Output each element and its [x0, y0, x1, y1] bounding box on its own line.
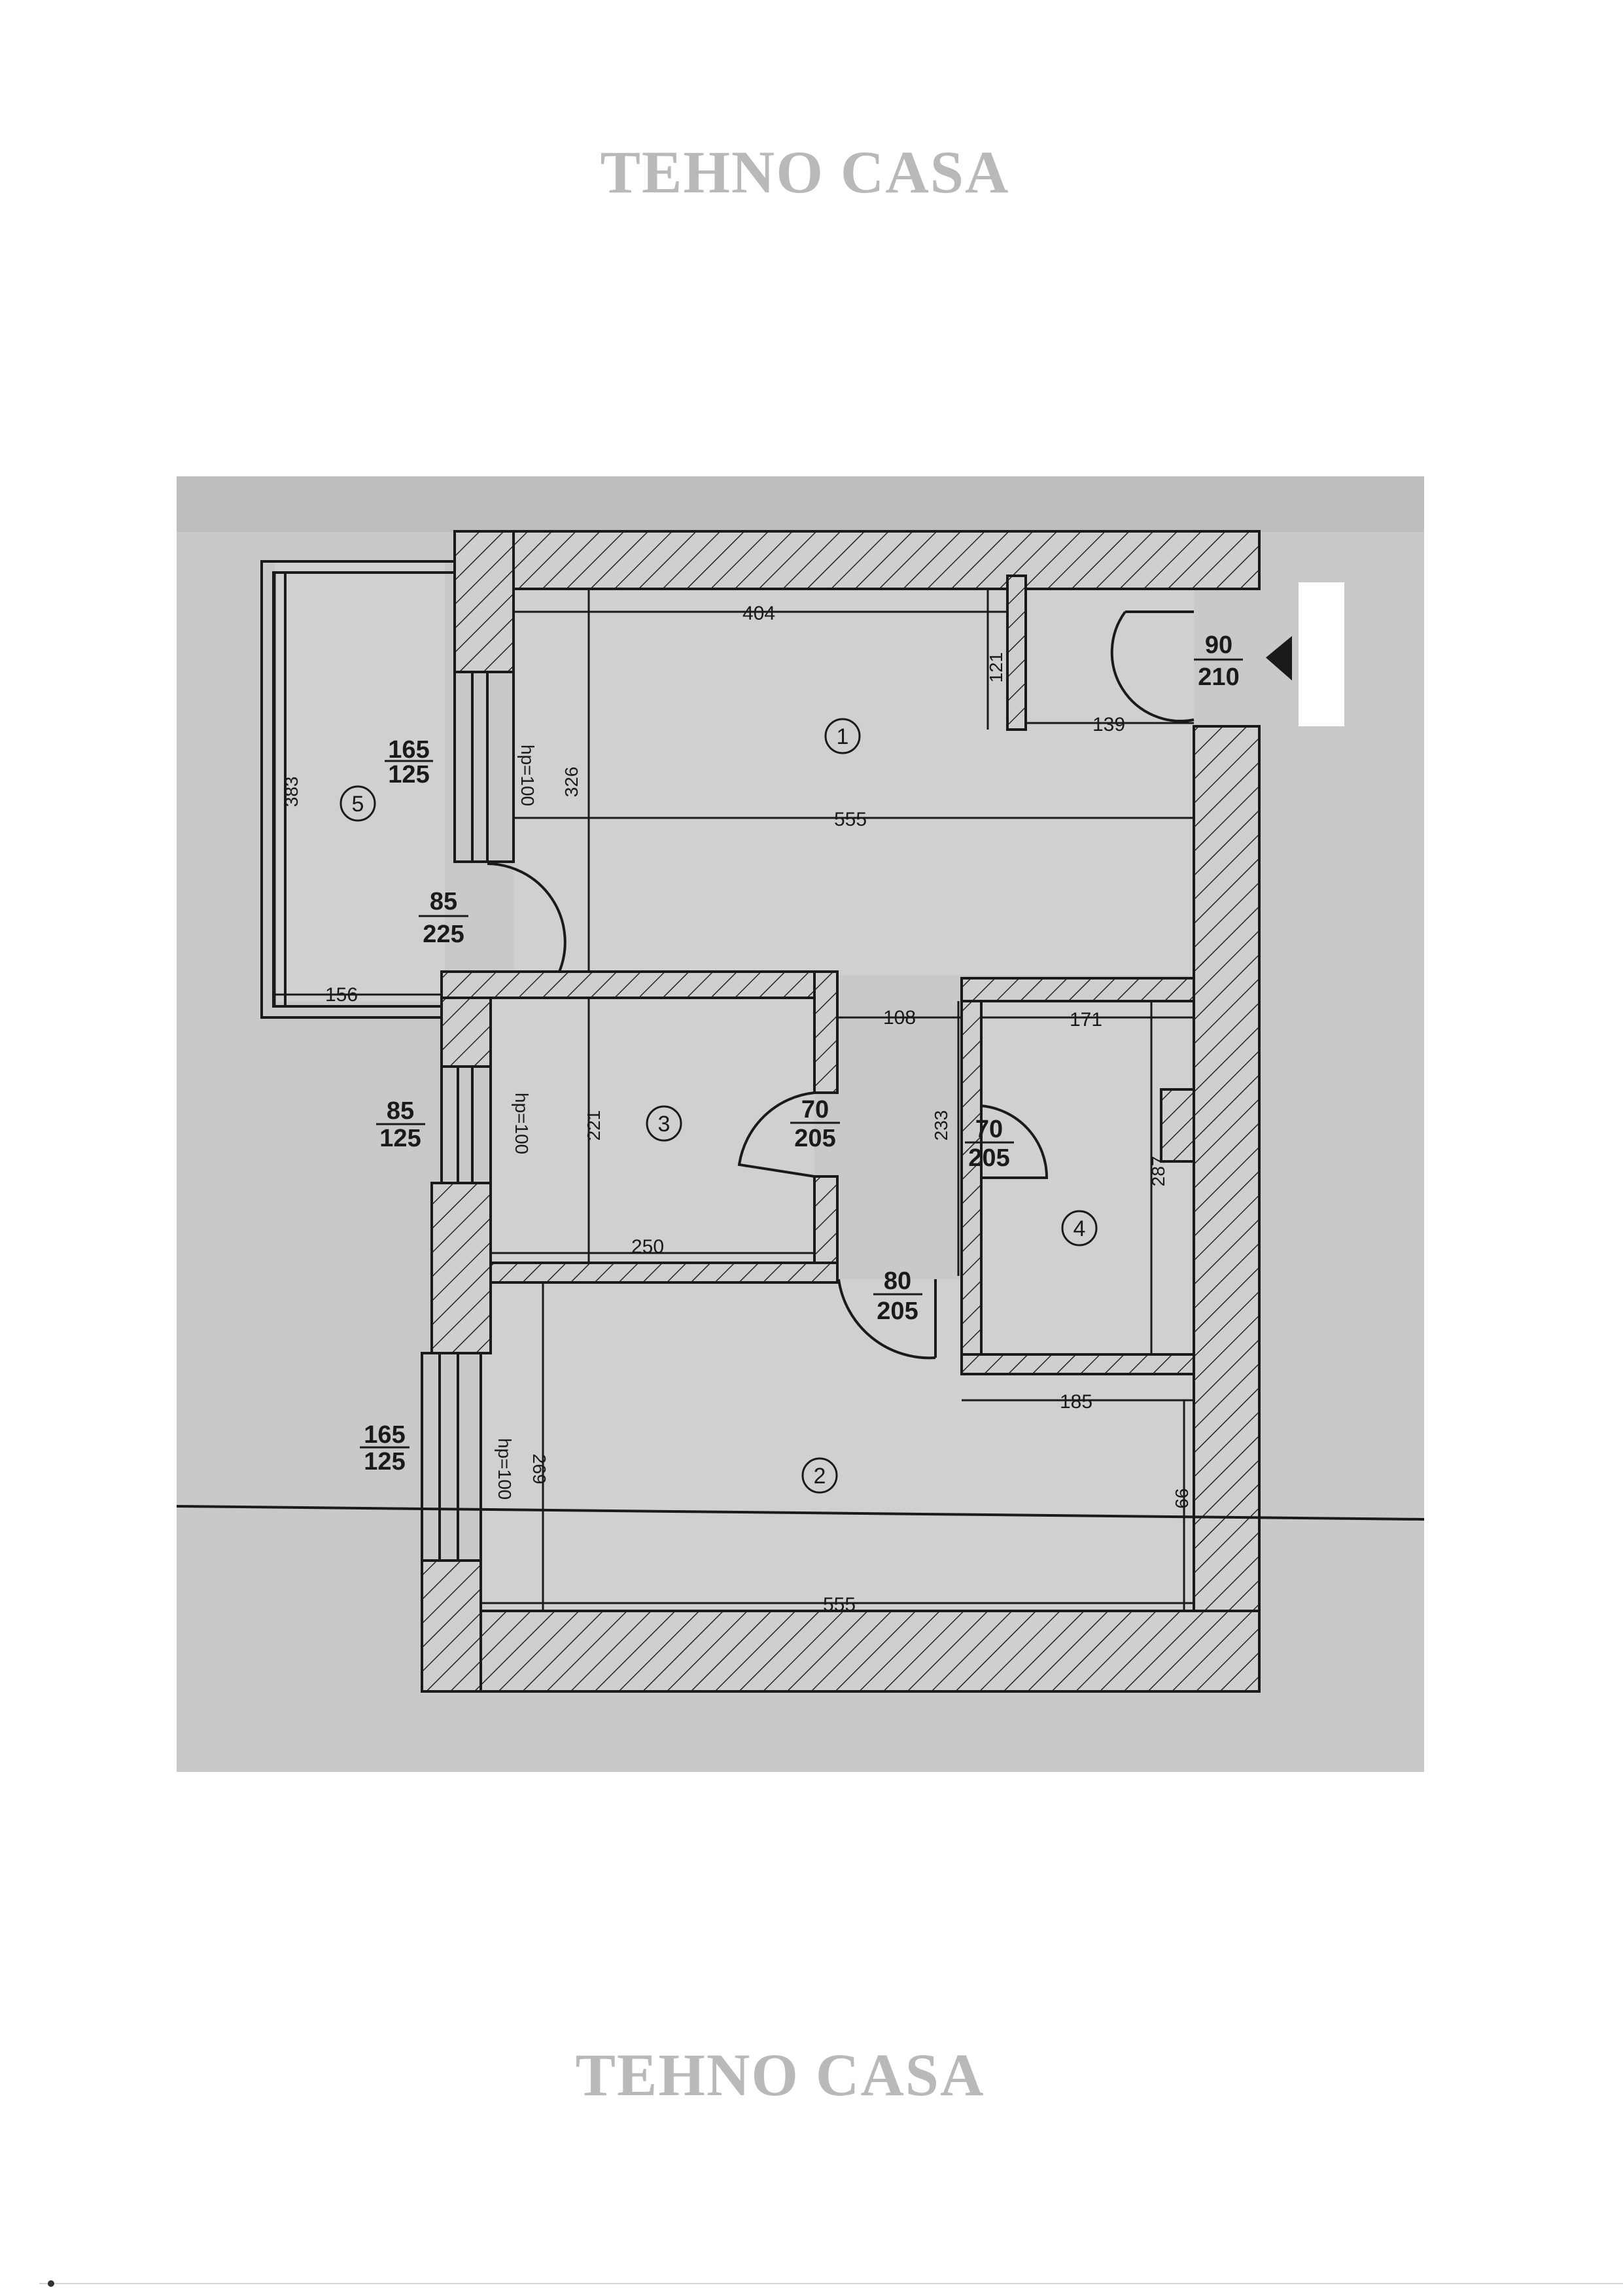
plan-background-top-strip [177, 476, 1424, 532]
svg-text:85: 85 [430, 888, 457, 915]
opening-door-room-4: 70 205 [965, 1116, 1014, 1172]
dim-404: 404 [742, 603, 775, 624]
dim-99: 99 [1172, 1488, 1192, 1508]
dim-108: 108 [883, 1007, 916, 1029]
walls [421, 530, 1261, 1693]
door-swings [487, 610, 1195, 1360]
svg-text:125: 125 [379, 1125, 421, 1152]
brand-title-bottom: TEHNO CASA [575, 2041, 985, 2108]
svg-text:70: 70 [975, 1116, 1003, 1143]
scan-speck [48, 2280, 54, 2287]
svg-text:165: 165 [364, 1421, 405, 1449]
entrance-label-blank [1299, 582, 1344, 726]
dim-hp-2: hp=100 [512, 1093, 532, 1154]
opening-entrance-door: 90 210 [1194, 631, 1243, 691]
dim-hp-3: hp=100 [495, 1438, 515, 1500]
dimension-lines [273, 573, 1194, 1611]
room-label-4: 4 [1073, 1216, 1086, 1241]
opening-window-room-3: 85 125 [376, 1097, 425, 1152]
room-label-3: 3 [658, 1112, 671, 1137]
dim-121: 121 [986, 652, 1006, 683]
svg-text:225: 225 [423, 921, 464, 948]
svg-text:205: 205 [794, 1125, 835, 1152]
svg-text:205: 205 [877, 1298, 918, 1325]
opening-door-room-3: 70 205 [790, 1096, 840, 1152]
svg-text:90: 90 [1205, 631, 1232, 659]
dim-250: 250 [631, 1236, 664, 1258]
svg-text:70: 70 [801, 1096, 829, 1123]
dim-326: 326 [561, 767, 582, 798]
opening-window-room-1: 165 125 [385, 736, 433, 788]
dim-139: 139 [1092, 714, 1125, 735]
svg-text:80: 80 [884, 1267, 911, 1295]
opening-door-room-2: 80 205 [873, 1267, 922, 1325]
brand-title-top: TEHNO CASA [600, 139, 1010, 205]
dim-233: 233 [931, 1110, 951, 1141]
opening-balcony-door: 85 225 [419, 888, 468, 948]
dim-555-mid: 555 [834, 809, 867, 830]
opening-labels: 90 210 165 125 85 225 85 125 70 205 70 2… [360, 631, 1243, 1475]
svg-text:205: 205 [968, 1144, 1009, 1172]
entrance-arrow-icon [1266, 636, 1292, 680]
scan-line [176, 1505, 1425, 1521]
room-label-1: 1 [837, 724, 849, 749]
dim-156: 156 [325, 984, 358, 1006]
svg-text:165: 165 [388, 736, 429, 764]
windows [421, 671, 515, 1562]
dim-185: 185 [1060, 1391, 1092, 1413]
dim-555-bottom: 555 [823, 1594, 856, 1616]
dim-287: 287 [1148, 1156, 1168, 1187]
room-labels: 1 2 3 4 5 [340, 718, 1098, 1494]
svg-text:210: 210 [1198, 663, 1239, 691]
dimension-labels: 404 121 139 555 383 326 hp=100 156 108 1… [281, 603, 1192, 1616]
svg-text:125: 125 [364, 1448, 405, 1475]
dim-221: 221 [584, 1110, 604, 1141]
dim-383: 383 [281, 777, 302, 807]
balcony-frame [260, 560, 455, 1019]
dim-hp-1: hp=100 [517, 745, 538, 806]
opening-window-room-2: 165 125 [360, 1421, 410, 1475]
room-label-2: 2 [814, 1464, 826, 1489]
room-label-5: 5 [352, 792, 364, 817]
dim-171: 171 [1070, 1009, 1102, 1031]
svg-text:85: 85 [387, 1097, 414, 1125]
svg-text:125: 125 [388, 761, 429, 788]
dim-269: 269 [529, 1454, 550, 1485]
